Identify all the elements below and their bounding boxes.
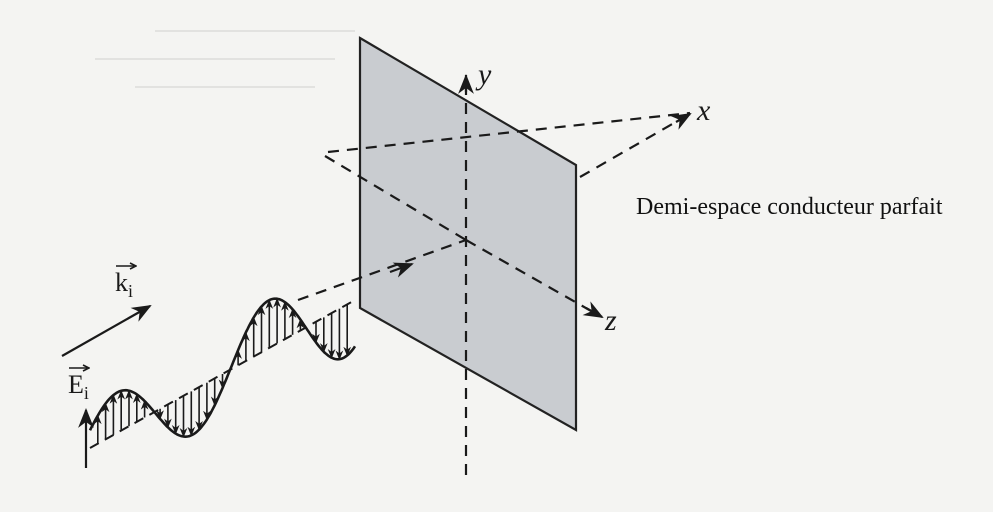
- wave-vector-symbol: k: [115, 268, 128, 297]
- propagation-axis: [297, 238, 467, 302]
- axis-label-x: x: [697, 94, 711, 127]
- x-axis-back: [324, 155, 467, 241]
- wave-curve: [88, 297, 357, 439]
- x-axis-line: [579, 113, 692, 178]
- conductor-plate: [358, 36, 578, 432]
- wave-vector-subscript: i: [128, 281, 134, 302]
- field-vector-subscript: i: [83, 383, 89, 404]
- bleed-through-text: [95, 4, 355, 104]
- wave-vector-arrow: [61, 305, 152, 357]
- z-axis: [465, 239, 604, 318]
- medium-caption: Demi-espace conducteur parfait: [636, 194, 943, 220]
- axis-label-y: y: [478, 58, 492, 91]
- field-vector-label: Ei: [68, 364, 90, 404]
- x-axis: [327, 111, 691, 154]
- field-vectors: [93, 297, 352, 444]
- wave-vector-label: ki: [115, 262, 137, 302]
- axis-label-z: z: [605, 304, 617, 337]
- field-vector-symbol: E: [68, 370, 84, 399]
